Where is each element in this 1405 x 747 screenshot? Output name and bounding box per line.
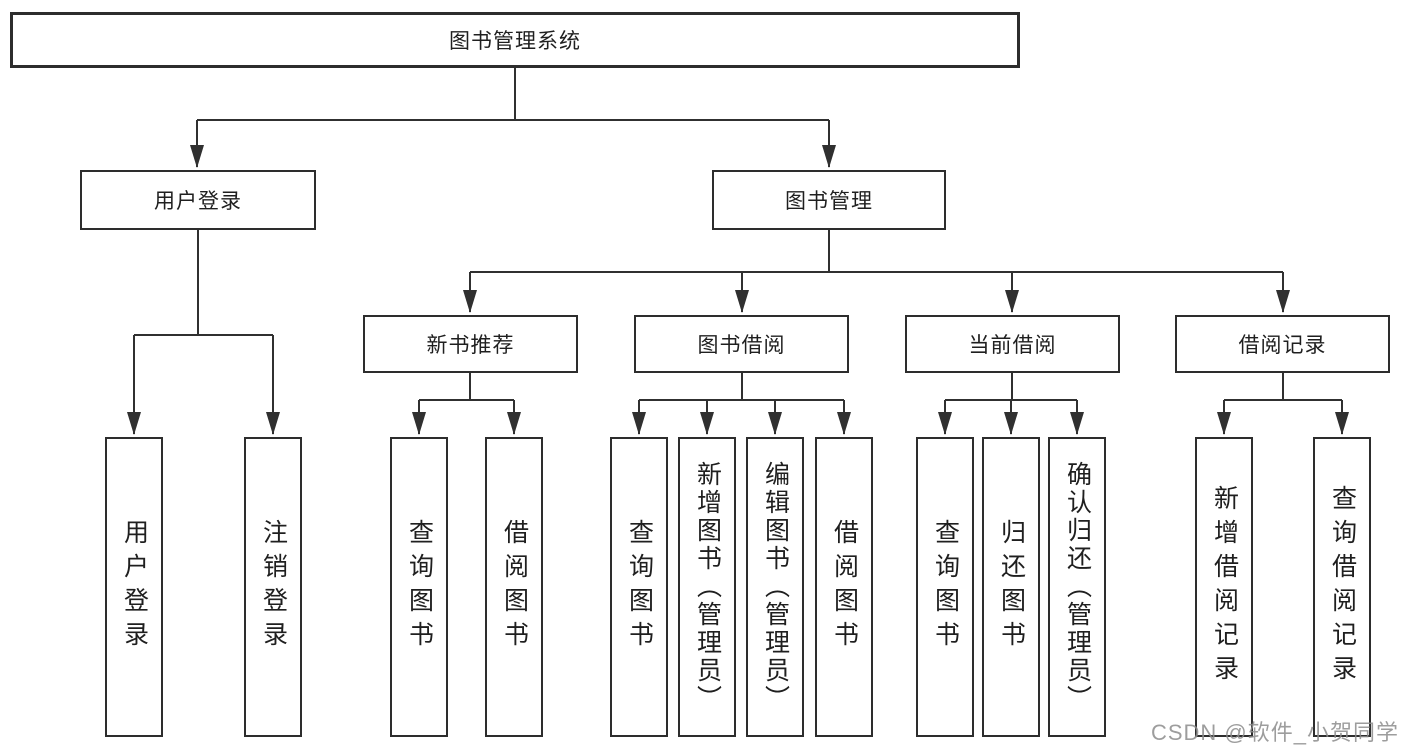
leaf-user-login-label: 用户登录 <box>120 519 149 655</box>
node-book-borrow-label: 图书借阅 <box>697 334 786 357</box>
leaf-edit-book-admin-label: 编辑图书（管理员） <box>761 461 790 713</box>
leaf-current-query-book-label: 查询图书 <box>931 519 960 655</box>
leaf-return-book-label: 归还图书 <box>997 519 1026 655</box>
node-borrow-record-label: 借阅记录 <box>1238 334 1327 357</box>
leaf-add-book-admin: 新增图书（管理员） <box>678 437 736 737</box>
leaf-add-book-admin-label: 新增图书（管理员） <box>693 461 722 713</box>
node-new-book-recommend-label: 新书推荐 <box>426 334 515 357</box>
node-book-management: 图书管理 <box>712 170 946 230</box>
leaf-logout-login: 注销登录 <box>244 437 302 737</box>
node-new-book-recommend: 新书推荐 <box>363 315 578 373</box>
leaf-newbook-borrow-book: 借阅图书 <box>485 437 543 737</box>
leaf-newbook-query-book-label: 查询图书 <box>405 519 434 655</box>
leaf-add-borrow-record: 新增借阅记录 <box>1195 437 1253 737</box>
leaf-edit-book-admin: 编辑图书（管理员） <box>746 437 804 737</box>
leaf-borrow-book-label: 借阅图书 <box>830 519 859 655</box>
leaf-return-book: 归还图书 <box>982 437 1040 737</box>
leaf-user-login: 用户登录 <box>105 437 163 737</box>
node-current-borrow-label: 当前借阅 <box>968 334 1057 357</box>
leaf-confirm-return-admin: 确认归还（管理员） <box>1048 437 1106 737</box>
leaf-borrow-query-book: 查询图书 <box>610 437 668 737</box>
leaf-logout-login-label: 注销登录 <box>259 519 288 655</box>
leaf-borrow-query-book-label: 查询图书 <box>625 519 654 655</box>
leaf-current-query-book: 查询图书 <box>916 437 974 737</box>
node-book-management-label: 图书管理 <box>785 190 873 213</box>
node-root-label: 图书管理系统 <box>449 30 581 53</box>
leaf-confirm-return-admin-label: 确认归还（管理员） <box>1063 461 1092 713</box>
leaf-add-borrow-record-label: 新增借阅记录 <box>1210 485 1239 689</box>
node-user-login-label: 用户登录 <box>154 190 242 213</box>
node-root-system: 图书管理系统 <box>10 12 1020 68</box>
node-book-borrow: 图书借阅 <box>634 315 849 373</box>
leaf-borrow-book: 借阅图书 <box>815 437 873 737</box>
leaf-newbook-borrow-book-label: 借阅图书 <box>500 519 529 655</box>
leaf-newbook-query-book: 查询图书 <box>390 437 448 737</box>
node-current-borrow: 当前借阅 <box>905 315 1120 373</box>
csdn-watermark: CSDN @软件_小贺同学 <box>1150 720 1399 745</box>
node-borrow-record: 借阅记录 <box>1175 315 1390 373</box>
leaf-query-borrow-record-label: 查询借阅记录 <box>1328 485 1357 689</box>
node-user-login: 用户登录 <box>80 170 316 230</box>
leaf-query-borrow-record: 查询借阅记录 <box>1313 437 1371 737</box>
